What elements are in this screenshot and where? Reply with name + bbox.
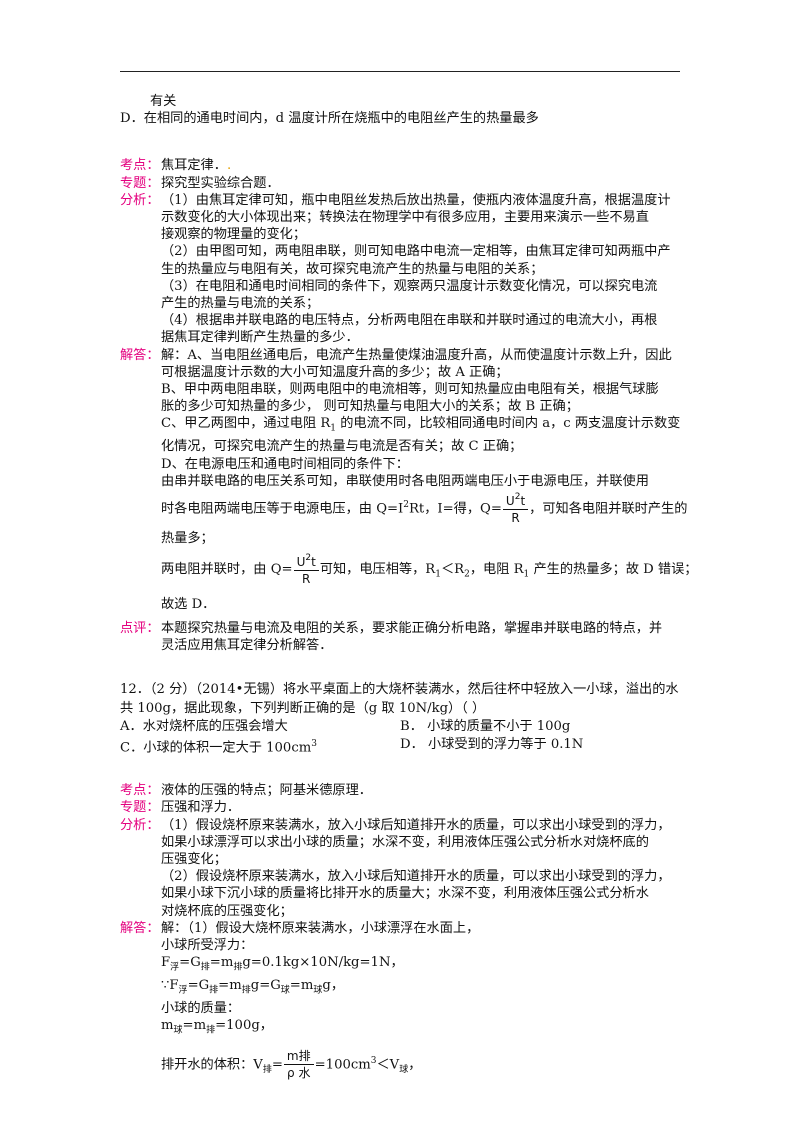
jieda-line: 解：（1）假设大烧杯原来装满水，小球漂浮在水面上， [161,920,480,936]
jieda-line: 化情况，可探究电流产生的热量与电流是否有关；故 C 正确； [161,439,523,455]
jieda-line: B、甲中两电阻串联，则两电阻中的电流相等，则可知热量应由电阻有关，根据气球膨 [161,382,659,398]
jieda-line: 故选 D． [161,596,216,612]
fenxi-line: 如果小球漂浮可以求出小球的质量；水深不变，利用液体压强公式分析水对烧杯底的 [161,834,649,850]
fenxi-line: 对烧杯底的压强变化； [161,903,293,919]
fenxi-line: （1）由焦耳定律可知，瓶中电阻丝发热后放出热量，使瓶内液体温度升高，根据温度计 [161,192,671,208]
option-a: A．水对烧杯底的压强会增大 [120,719,288,735]
q12-kaodian: 考点：液体的压强的特点；阿基米德原理． [120,783,372,799]
zhuanti-tag: 专题： [120,175,160,191]
prev-option-fragment: 有关 [150,94,177,109]
question-line: 12．（2 分）（2014•无锡）将水平桌面上的大烧杯装满水，然后往杯中轻放入一… [120,682,679,698]
fenxi-line: （2）假设烧杯原来装满水，放入小球后知道排开水的质量，可以求出小球受到的浮力， [161,869,671,885]
q12-jieda: 解答： 解：（1）假设大烧杯原来装满水，小球漂浮在水面上， 小球所受浮力： F浮… [120,920,680,1085]
formula-buoyancy: F浮=G排=m排g=0.1kg×10N/kg=1N， [161,955,404,973]
jieda-line: 热量多； [161,531,214,547]
formula-balance: ∵F浮=G排=m排g=G球=m球g， [161,978,345,996]
jieda-line: 可根据温度计示数的大小可知温度升高的多少；故 A 正确； [161,364,509,380]
option-b: B． 小球的质量不小于 100g [400,719,571,735]
fenxi-line: （4）根据串并联电路的电压特点，分析两电阻在串联和并联时通过的电流大小，再根 [161,313,658,329]
header-rule [120,71,680,72]
q11-kaodian: 考点：焦耳定律．. [120,158,232,174]
q12-stem: 12．（2 分）（2014•无锡）将水平桌面上的大烧杯装满水，然后往杯中轻放入一… [120,680,680,718]
stray-dots-icon: . [226,158,232,174]
fenxi-line: （3）在电阻和通电时间相同的条件下，观察两只温度计示数变化情况，可以探究电流 [161,278,658,294]
fenxi-line: （2）由甲图可知，两电阻串联，则可知电路中电流一定相等，由焦耳定律可知两瓶中产 [161,244,671,260]
jieda-line: C、甲乙两图中，通过电阻 R1 的电流不同，比较相同通电时间内 a，c 两支温度… [161,416,681,435]
q11-fenxi: 分析： （1）由焦耳定律可知，瓶中电阻丝发热后放出热量，使瓶内液体温度升高，根据… [120,192,680,347]
dianping-tag: 点评： [120,620,160,636]
kaodian-tag: 考点： [120,158,160,174]
fenxi-line: 生的热量应与电阻有关，故可探究电流产生的热量与电阻的关系； [161,261,544,277]
document-body: 有关 D．在相同的通电时间内，d 温度计所在烧瓶中的电阻丝产生的热量最多 考点：… [120,93,698,1085]
q12-options-row-1: A．水对烧杯底的压强会增大 B． 小球的质量不小于 100g [120,718,680,735]
kaodian-tag: 考点： [120,783,160,799]
jieda-line: D、在电源电压和通电时间相同的条件下： [161,456,409,472]
fenxi-line: 如果小球下沉小球的质量将比排开水的质量大；水深不变，利用液体压强公式分析水 [161,886,649,902]
prev-option-d: D．在相同的通电时间内，d 温度计所在烧瓶中的电阻丝产生的热量最多 [120,111,539,127]
jieda-tag: 解答： [120,347,160,363]
option-c: C．小球的体积一定大于 100cm3 [120,738,317,755]
jieda-line: 胀的多少可知热量的多少， 则可知热量与电阻大小的关系；故 B 正确； [161,399,579,415]
jieda-line: 小球的质量： [161,1000,241,1016]
q11-jieda: 解答： 解：A、当电阻丝通电后，电流产生热量使煤油温度升高，从而使温度计示数上升… [120,347,698,620]
formula-mass: m球=m排=100g， [161,1018,273,1036]
jieda-line: 小球所受浮力： [161,937,254,953]
fenxi-tag: 分析： [120,192,160,208]
dianping-line: 本题探究热量与电流及电阻的关系，要求能正确分析电路，掌握串并联电路的特点，并 [161,620,663,636]
fenxi-line: 接观察的物理量的变化； [161,227,307,243]
q12-options-row-2: C．小球的体积一定大于 100cm3 D． 小球受到的浮力等于 0.1N [120,736,680,757]
q12-zhuanti: 专题：压强和浮力． [120,800,241,816]
q12-fenxi: 分析： （1）假设烧杯原来装满水，放入小球后知道排开水的质量，可以求出小球受到的… [120,817,680,920]
q11-dianping: 点评： 本题探究热量与电流及电阻的关系，要求能正确分析电路，掌握串并联电路的特点… [120,620,680,654]
fenxi-line: 产生的热量与电流的关系； [161,296,320,312]
jieda-line: 由串并联电路的电压关系可知，串联使用时各电阻两端电压小于电源电压，并联使用 [161,473,649,489]
fenxi-line: 压强变化； [161,851,227,867]
zhuanti-tag: 专题： [120,800,160,816]
fenxi-line: （1）假设烧杯原来装满水，放入小球后知道排开水的质量，可以求出小球受到的浮力， [161,817,671,833]
fenxi-tag: 分析： [120,817,160,833]
jieda-line: 解：A、当电阻丝通电后，电流产生热量使煤油温度升高，从而使温度计示数上升，因此 [161,347,672,363]
dianping-line: 灵活应用焦耳定律分析解答． [161,638,333,654]
question-line: 共 100g，据此现象，下列判断正确的是（g 取 10N/kg）（ ） [120,701,486,717]
fenxi-line: 据焦耳定律判断产生热量的多少． [161,330,359,346]
jieda-tag: 解答： [120,920,160,936]
q11-zhuanti: 专题：探究型实验综合题． [120,175,280,191]
fenxi-line: 示数变化的大小体现出来；转换法在物理学中有很多应用，主要用来演示一些不易直 [161,210,649,226]
option-d: D． 小球受到的浮力等于 0.1N [400,736,584,752]
